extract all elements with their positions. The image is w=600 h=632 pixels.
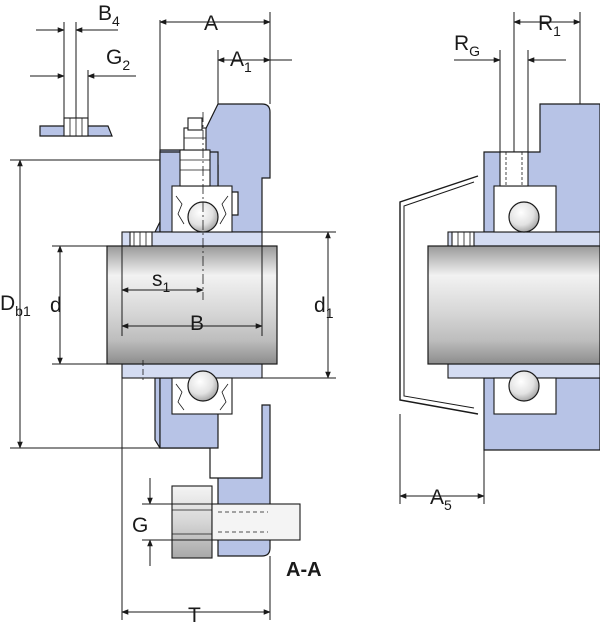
label-b: B [190,312,204,335]
left-section-view [10,12,336,620]
label-d1: d1 [314,294,334,321]
seal-lip-lower-right [219,383,229,411]
label-a5: A5 [430,486,452,513]
label-b4: B4 [98,2,120,29]
seal-lip-upper-left [175,195,185,225]
ball-right-lower [508,370,540,402]
end-cover [399,175,479,415]
label-a1: A1 [230,48,252,75]
section-label: A-A [286,559,322,581]
right-cover-view [399,12,600,504]
label-a: A [204,12,218,35]
label-g2: G2 [106,46,130,73]
ball-right-upper [508,201,540,233]
seal-lip-upper-right [219,195,229,225]
mounting-bolt [171,485,301,559]
set-screw [129,231,153,247]
label-r1: R1 [538,12,561,39]
grease-nipple [179,117,211,187]
label-rg: RG [454,32,480,59]
shaft-left [106,245,278,365]
ball-lower [187,370,219,402]
label-t: T [188,604,201,627]
label-g: G [132,514,148,537]
seal-lip-lower-left [175,383,185,411]
label-s1: s1 [152,268,171,295]
label-db1: Db1 [0,292,31,319]
shaft-right [427,245,600,365]
detail-setscrew-view [39,117,113,137]
dimension-labels: B4 G2 A A1 Db1 d s1 B d1 G T RG R1 A5 A-… [0,2,561,627]
label-d: d [50,294,62,317]
